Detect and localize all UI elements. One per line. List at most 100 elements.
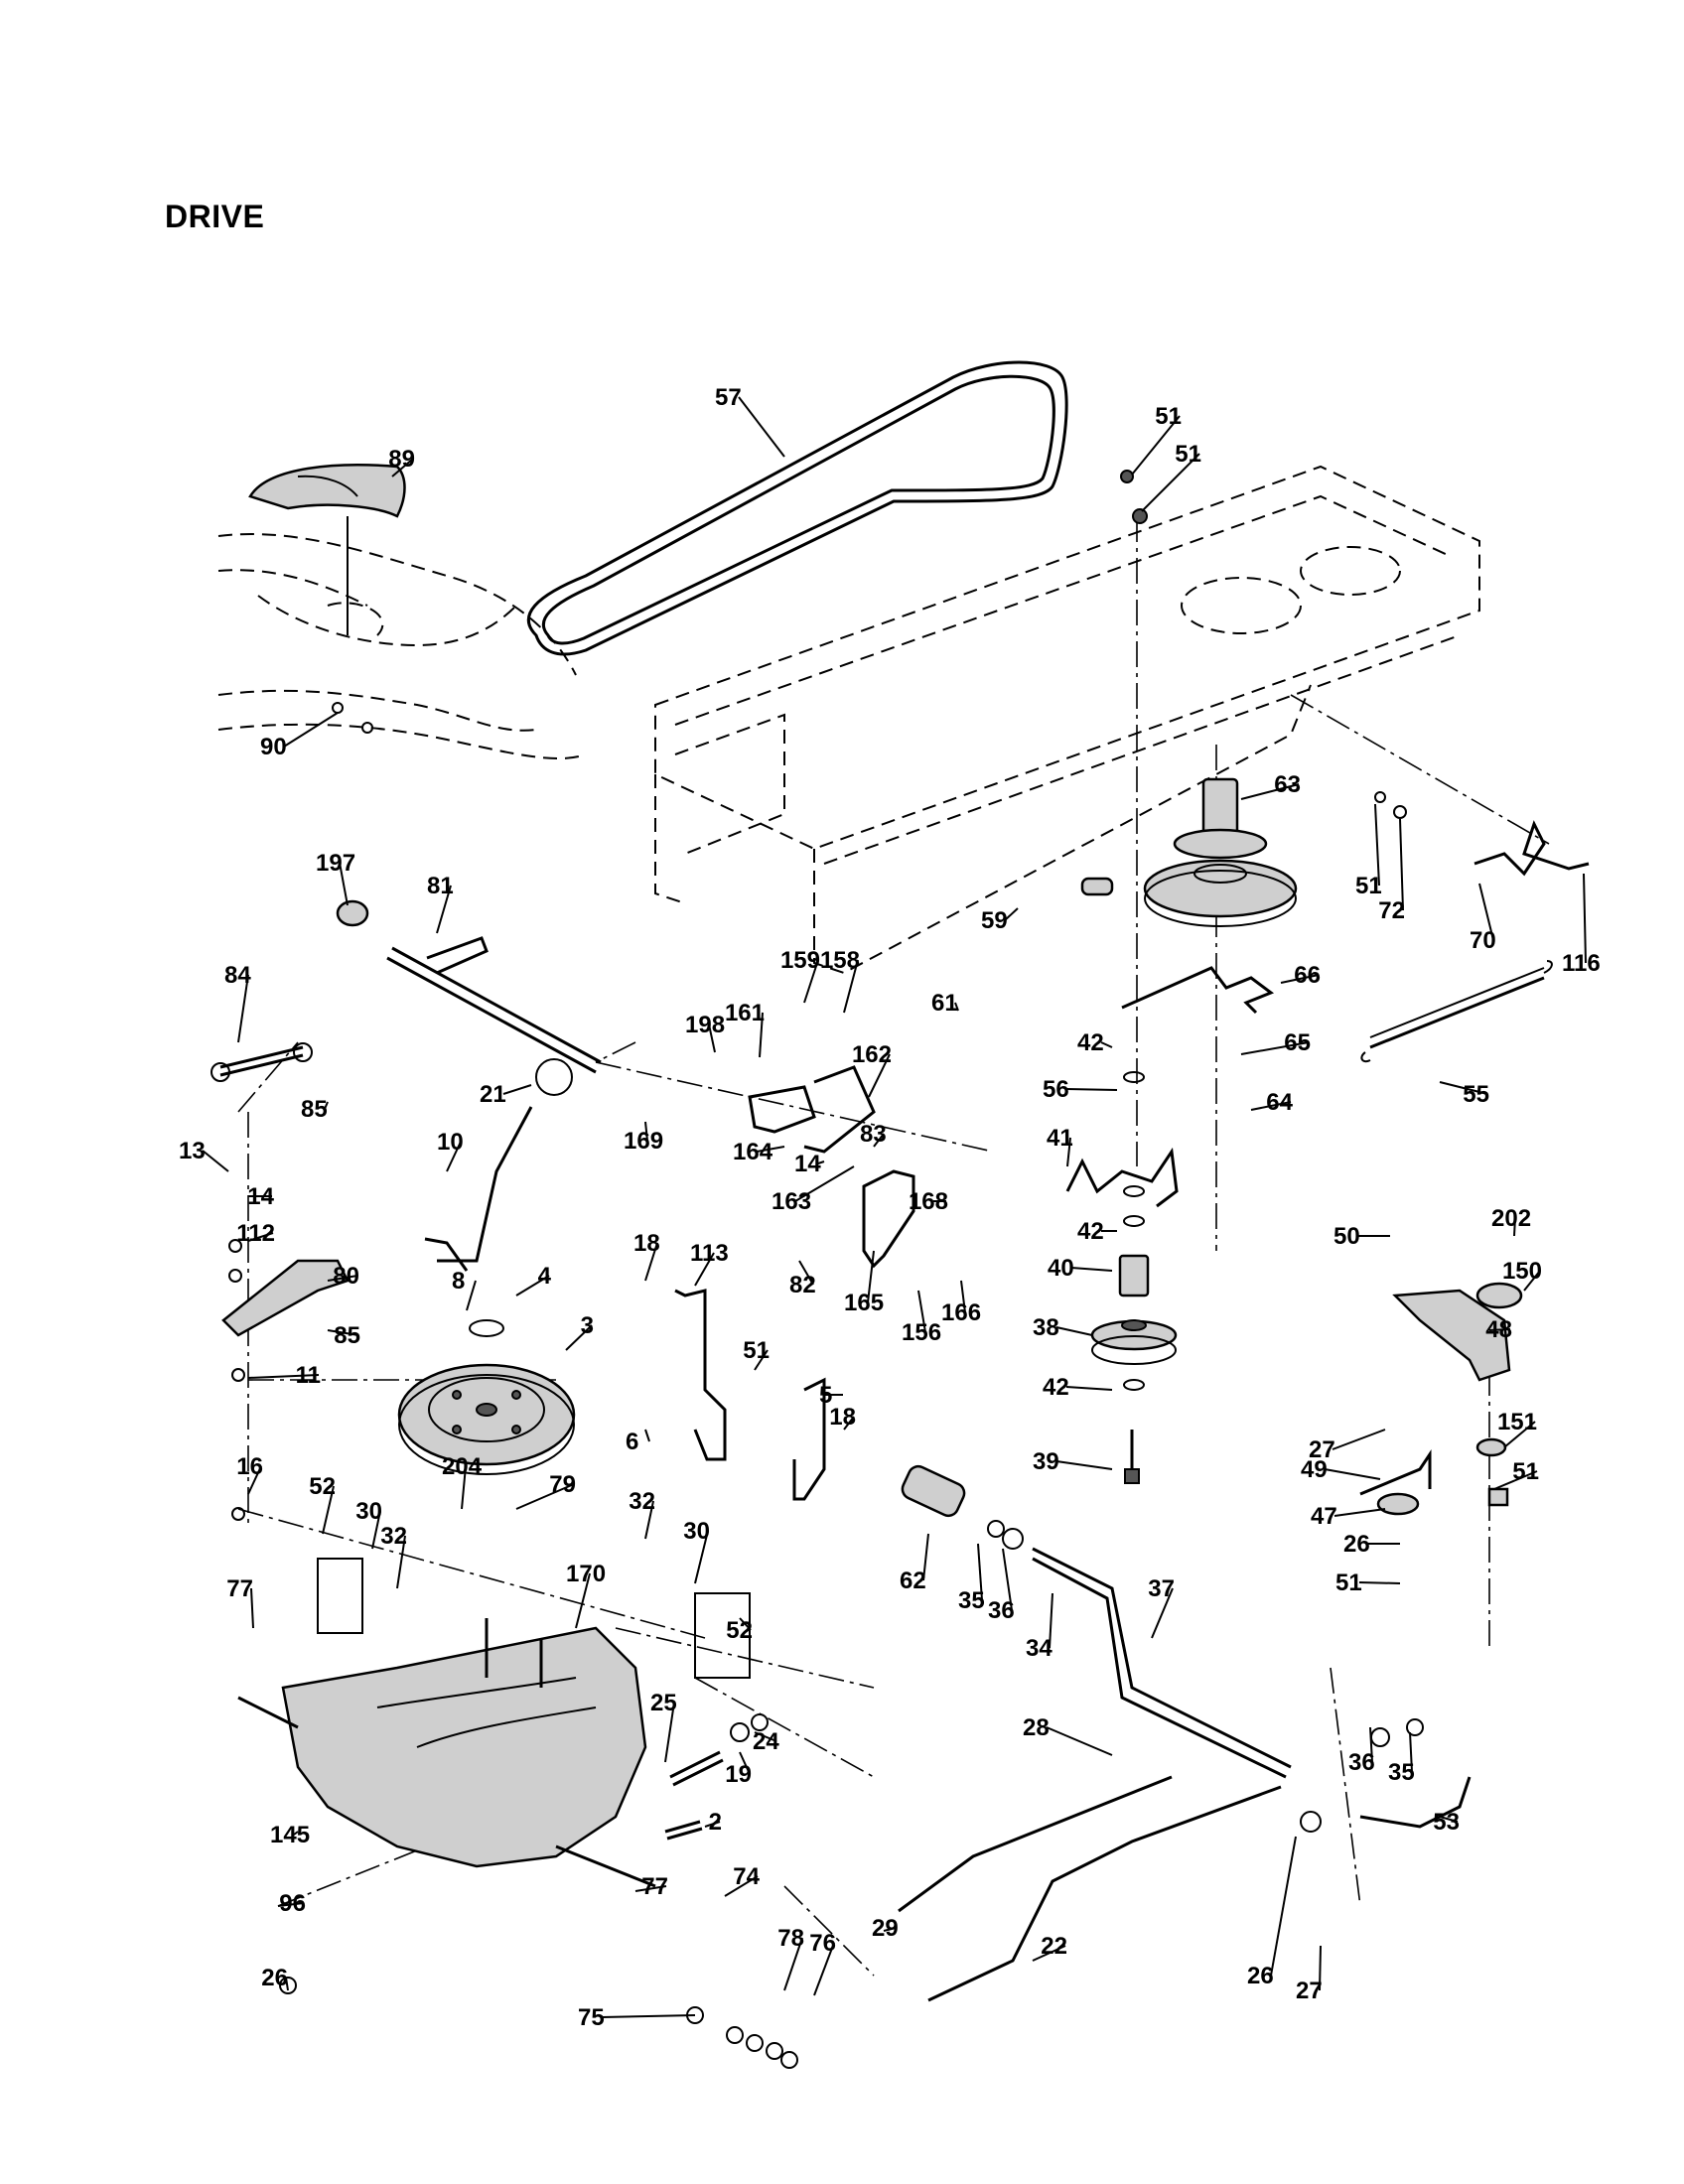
callout-leader xyxy=(1503,1421,1536,1448)
callout-label: 204 xyxy=(442,1453,483,1480)
callout-label: 168 xyxy=(909,1188,948,1215)
callout-label: 53 xyxy=(1433,1809,1460,1836)
callout-leader xyxy=(1002,1548,1013,1611)
callout-label: 6 xyxy=(626,1429,638,1455)
callout-label: 10 xyxy=(437,1129,464,1156)
idler-47 xyxy=(1376,1492,1420,1516)
callout-label: 57 xyxy=(715,384,742,411)
callout-label: 90 xyxy=(260,734,287,760)
callout-leader xyxy=(461,1465,467,1510)
callout-label: 18 xyxy=(633,1230,660,1257)
callout-label: 64 xyxy=(1266,1089,1293,1116)
callout-leader xyxy=(1240,783,1300,800)
callout-leader xyxy=(1100,1041,1113,1048)
callout-label: 51 xyxy=(1175,441,1201,468)
bracket-158 xyxy=(803,1065,876,1154)
callout-leader xyxy=(466,1280,477,1311)
callout-label: 36 xyxy=(988,1597,1015,1624)
idler-stack xyxy=(1090,1071,1178,1484)
callout-leader xyxy=(502,1084,532,1095)
callout-leader xyxy=(634,1885,667,1892)
callout-leader xyxy=(704,1821,721,1828)
callout-label: 150 xyxy=(1502,1258,1542,1285)
callout-label: 156 xyxy=(902,1319,941,1346)
callout-label: 51 xyxy=(1355,873,1382,899)
bracket-41 xyxy=(1065,1147,1179,1208)
callout-leader xyxy=(644,1242,658,1282)
callout-leader xyxy=(738,396,785,458)
callout-leader xyxy=(922,1533,929,1581)
callout-label: 85 xyxy=(301,1096,328,1123)
callout-label: 14 xyxy=(247,1183,274,1210)
callout-leader xyxy=(843,959,859,1014)
callout-label: 62 xyxy=(900,1568,926,1594)
callout-label: 113 xyxy=(690,1240,729,1267)
callout-leader xyxy=(1523,1270,1541,1292)
callout-label: 32 xyxy=(380,1523,407,1550)
callout-label: 39 xyxy=(1033,1448,1059,1475)
callout-label: 41 xyxy=(1047,1125,1073,1152)
callout-leader xyxy=(396,1535,406,1589)
callout-leader xyxy=(873,1133,885,1148)
callout-label: 42 xyxy=(1077,1218,1104,1245)
callout-label: 52 xyxy=(309,1473,336,1500)
callout-leader xyxy=(391,458,414,478)
callout-label: 21 xyxy=(480,1081,506,1108)
callout-leader xyxy=(1065,1386,1113,1391)
callout-label: 8 xyxy=(452,1268,465,1295)
callout-label: 96 xyxy=(279,1890,306,1917)
callout-leader xyxy=(1065,1088,1118,1091)
callout-leader xyxy=(708,1024,716,1053)
callout-label: 32 xyxy=(629,1488,655,1515)
callout-label: 72 xyxy=(1378,897,1405,924)
callout-leader xyxy=(247,1465,262,1495)
callout-label: 51 xyxy=(1155,403,1182,430)
callout-leader xyxy=(285,1977,289,1991)
shift-plate-89 xyxy=(248,464,406,635)
callout-leader xyxy=(754,1731,777,1742)
callout-leader xyxy=(1369,1726,1373,1763)
callout-leader xyxy=(644,1500,654,1540)
callout-label: 51 xyxy=(1512,1458,1539,1485)
callout-label: 112 xyxy=(236,1220,275,1247)
page-title: DRIVE xyxy=(165,199,265,234)
callout-label: 25 xyxy=(650,1690,677,1716)
callout-label: 159 xyxy=(780,947,820,974)
callout-label: 75 xyxy=(578,2004,605,2031)
rod-28 xyxy=(898,1775,1173,1913)
washer-151 xyxy=(1475,1437,1507,1457)
frame-outline xyxy=(654,465,1480,975)
rod-22 xyxy=(927,1785,1282,2002)
callout-leader xyxy=(817,1160,825,1164)
callout-label: 55 xyxy=(1463,1081,1489,1108)
callout-leader xyxy=(694,1530,709,1584)
callout-label: 197 xyxy=(316,850,355,877)
callout-label: 84 xyxy=(224,962,251,989)
callout-leader xyxy=(739,1617,752,1631)
callout-label: 202 xyxy=(1491,1205,1531,1232)
callout-label: 42 xyxy=(1077,1029,1104,1056)
callout-label: 19 xyxy=(725,1761,752,1788)
callout-leader xyxy=(977,1543,983,1601)
callout-label: 56 xyxy=(1043,1076,1069,1103)
callout-label: 4 xyxy=(538,1263,552,1290)
callout-label: 5 xyxy=(819,1382,832,1409)
callout-label: 22 xyxy=(1041,1933,1067,1960)
callout-leader xyxy=(575,1572,591,1629)
callout-leader xyxy=(1151,1587,1174,1639)
callout-leader xyxy=(1046,1726,1113,1756)
callout-label: 82 xyxy=(789,1272,816,1298)
callout-leader xyxy=(436,885,452,934)
callout-leader xyxy=(1513,1217,1516,1237)
callout-label: 77 xyxy=(226,1575,253,1602)
callout-label: 2 xyxy=(709,1809,722,1836)
callout-label: 27 xyxy=(1309,1436,1335,1463)
bracket-165 xyxy=(862,1169,915,1269)
callout-leader xyxy=(917,1290,926,1333)
callout-leader xyxy=(601,2014,696,2018)
callout-leader xyxy=(327,1275,358,1282)
callout-leader xyxy=(1488,1328,1511,1331)
